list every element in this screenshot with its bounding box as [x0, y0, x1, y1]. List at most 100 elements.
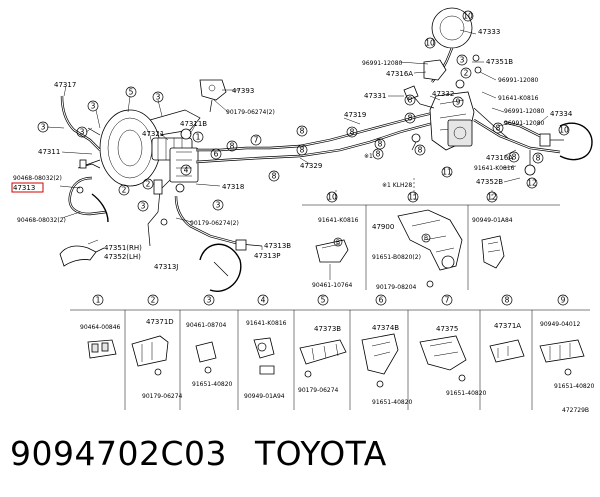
callout-8: 8 — [512, 153, 517, 162]
label-96991-12080-d: 96991-12080 — [504, 120, 545, 127]
strip-callout-8: 8 — [505, 296, 510, 305]
label-47313-highlighted: 47313 — [13, 184, 35, 192]
callout-8: 8 — [378, 140, 383, 149]
strip-callout-2: 2 — [151, 296, 156, 305]
label-47321: 47321 — [142, 130, 164, 138]
detail-views-bottom: 1 2 3 4 5 6 7 8 9 90464-00846 47371D 901… — [70, 294, 595, 414]
callout-10: 10 — [559, 126, 569, 135]
label-47313p: 47313P — [254, 252, 281, 260]
callout-9: 9 — [456, 98, 461, 107]
label-47318: 47318 — [222, 183, 244, 191]
callout-8: 8 — [272, 172, 277, 181]
strip-callout-7: 7 — [445, 296, 450, 305]
callout-2: 2 — [464, 69, 469, 78]
figure-id: 472729B — [562, 407, 589, 414]
s7-label-bot: 91651-40820 — [446, 390, 487, 397]
s9-label-bot: 91651-40820 — [554, 383, 595, 390]
highlight-box — [11, 182, 44, 193]
d12-label-top: 90949-01A84 — [472, 217, 513, 224]
callout-8: 8 — [230, 142, 235, 151]
strip-callout-6: 6 — [379, 296, 384, 305]
d11-label-b: 91651-B0820(2) — [372, 254, 421, 261]
d10-label-top: 91641-K0816 — [318, 217, 359, 224]
s2-label-bot: 90179-06274 — [142, 393, 183, 400]
s8-label-top: 47371A — [494, 322, 521, 330]
callout-8: 8 — [496, 124, 501, 133]
strip-callout-3: 3 — [207, 296, 212, 305]
ref-b: B — [336, 239, 340, 246]
s4-label-bot: 90949-01A94 — [244, 393, 285, 400]
callout-8: 8 — [408, 114, 413, 123]
strip-callout-5: 5 — [321, 296, 326, 305]
callout-2: 2 — [122, 186, 127, 195]
callout-8: 8 — [300, 146, 305, 155]
callout-3: 3 — [80, 128, 85, 137]
s5-label-bot: 90179-06274 — [298, 387, 339, 394]
callout-3: 3 — [41, 123, 46, 132]
label-47393: 47393 — [232, 87, 254, 95]
callout-8: 8 — [300, 127, 305, 136]
s5-label-top: 47373B — [314, 325, 341, 333]
callout-3: 3 — [216, 201, 221, 210]
detail-callout-11: 11 — [408, 193, 418, 202]
s7-label-top: 47375 — [436, 325, 458, 333]
label-47311: 47311 — [38, 148, 60, 156]
callout-3: 3 — [460, 56, 465, 65]
s2-label-top: 47371D — [146, 318, 174, 326]
label-47352b: 47352B — [476, 178, 503, 186]
callout-8: 8 — [408, 96, 413, 105]
label-47313b: 47313B — [264, 242, 291, 250]
rear-right-disc — [503, 120, 593, 176]
brand-name: TOYOTA — [255, 434, 387, 473]
left-brake-lines — [59, 95, 109, 267]
callout-8: 8 — [418, 146, 423, 155]
callout-numbers-upper: 3 3 5 3 3 1 6 7 8 8 8 8 8 8 8 4 2 3 3 2 … — [37, 10, 570, 212]
label-90468-08032-a: 90468-08032(2) — [13, 175, 62, 182]
callout-3: 3 — [91, 102, 96, 111]
label-47329: 47329 — [300, 162, 322, 170]
detail-callout-12: 12 — [487, 193, 497, 202]
s6-label-bot: 91651-40820 — [372, 399, 413, 406]
label-47331: 47331 — [364, 92, 386, 100]
callout-5: 5 — [129, 88, 134, 97]
label-90179-06274-b: 90179-06274(2) — [190, 220, 239, 227]
callout-10: 10 — [425, 39, 435, 48]
label-96991-12080-b: 96991-12080 — [498, 77, 539, 84]
label-47311b: 47311B — [180, 120, 207, 128]
front-right-disc — [199, 243, 242, 292]
note-klh28: ※1 KLH28 — [382, 182, 412, 189]
rear-valve-assembly — [403, 7, 561, 154]
label-90468-08032-b: 90468-08032(2) — [17, 217, 66, 224]
label-47316a-b: 47316A — [486, 154, 513, 162]
d10-label-bot: 90461-10764 — [312, 282, 353, 289]
detail-views-middle: 10 11 12 91641-K0816 B 90461-10764 47900… — [302, 191, 560, 291]
label-96991-12080-a: 96991-12080 — [362, 60, 403, 67]
label-47352-lh: 47352(LH) — [104, 253, 141, 261]
s4-label-top: 91641-K0816 — [246, 320, 287, 327]
callout-8: 8 — [350, 128, 355, 137]
s3-label-top: 90461-08704 — [186, 322, 227, 329]
detail-callout-10: 10 — [327, 193, 337, 202]
label-47317: 47317 — [54, 81, 76, 89]
note-star: ※1 — [364, 153, 373, 160]
label-47333: 47333 — [478, 28, 500, 36]
callout-11: 11 — [442, 168, 452, 177]
label-91641-k0816-a: 91641-K0816 — [498, 95, 539, 102]
callout-8: 8 — [536, 154, 541, 163]
label-47319: 47319 — [344, 111, 366, 119]
callout-3: 3 — [141, 202, 146, 211]
label-91641-k0816-b: 91641-K0816 — [474, 165, 515, 172]
parts-diagram: 3 3 5 3 3 1 6 7 8 8 8 8 8 8 8 4 2 3 3 2 … — [11, 7, 595, 414]
strip-callout-9: 9 — [561, 296, 566, 305]
ref-b: B — [424, 235, 428, 242]
label-47334: 47334 — [550, 110, 573, 118]
label-96991-12080-c: 96991-12080 — [504, 108, 545, 115]
center-brake-lines — [147, 108, 451, 251]
s9-label-top: 90949-04012 — [540, 321, 581, 328]
strip-callout-1: 1 — [96, 296, 101, 305]
strip-callout-4: 4 — [261, 296, 266, 305]
leader-lines — [46, 29, 549, 250]
label-47351b: 47351B — [486, 58, 513, 66]
label-47316a: 47316A — [386, 70, 413, 78]
